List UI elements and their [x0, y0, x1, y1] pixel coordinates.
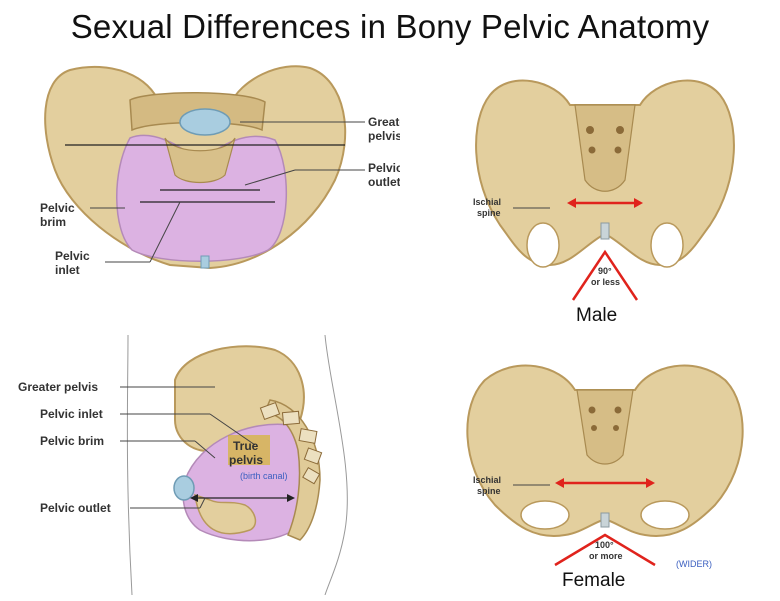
female-ischial-spine-l1: Ischial: [473, 475, 501, 485]
male-angle-l2: or less: [591, 277, 620, 287]
female-caption: Female: [562, 570, 626, 591]
male-angle-l1: 90°: [598, 266, 612, 276]
male-pelvis-diagram: Ischial spine 90° or less: [473, 79, 735, 301]
male-ischial-spine-l1: Ischial: [473, 197, 501, 207]
label-true-pelvis-l2: pelvis: [229, 453, 263, 467]
male-caption: Male: [576, 305, 618, 326]
label-greater-pelvis-l2: pelvis: [368, 129, 400, 143]
pubic-symphysis: [200, 255, 210, 269]
vertebral-disc: [179, 108, 231, 136]
female-pelvis-diagram: Ischial spine 100° or more: [466, 364, 744, 567]
label-pelvic-brim-l1: Pelvic: [40, 201, 75, 215]
label-greater-pelvis: Greater pelvis: [18, 380, 98, 394]
label-greater-pelvis-l1: Greater: [368, 115, 400, 129]
label-true-pelvis-l1: True: [233, 439, 259, 453]
label-pelvic-inlet: Pelvic inlet: [40, 407, 103, 421]
page-title: Sexual Differences in Bony Pelvic Anatom…: [70, 8, 710, 45]
female-ischial-spine-l2: spine: [477, 486, 501, 496]
male-subpubic-angle: [571, 249, 639, 301]
label-pelvic-inlet-l1: Pelvic: [55, 249, 90, 263]
female-subpubic-angle: [554, 533, 656, 567]
label-pelvic-inlet-l2: inlet: [55, 263, 80, 277]
label-pelvic-outlet-l1: Pelvic: [368, 161, 400, 175]
label-pelvic-brim-l2: brim: [40, 215, 66, 229]
label-pelvic-brim: Pelvic brim: [40, 434, 104, 448]
superior-pelvis-diagram: Greater pelvis Pelvic outlet Pelvic brim…: [40, 65, 400, 277]
lateral-pelvis-diagram: Greater pelvis Pelvic inlet Pelvic brim …: [18, 334, 348, 595]
label-pelvic-outlet: Pelvic outlet: [40, 501, 111, 515]
female-wider-note: (WIDER): [676, 559, 712, 569]
female-angle-l1: 100°: [595, 540, 614, 550]
label-pelvic-outlet-l2: outlet: [368, 175, 400, 189]
male-ischial-spine-l2: spine: [477, 208, 501, 218]
female-angle-l2: or more: [589, 551, 623, 561]
label-birth-canal: (birth canal): [240, 471, 288, 481]
